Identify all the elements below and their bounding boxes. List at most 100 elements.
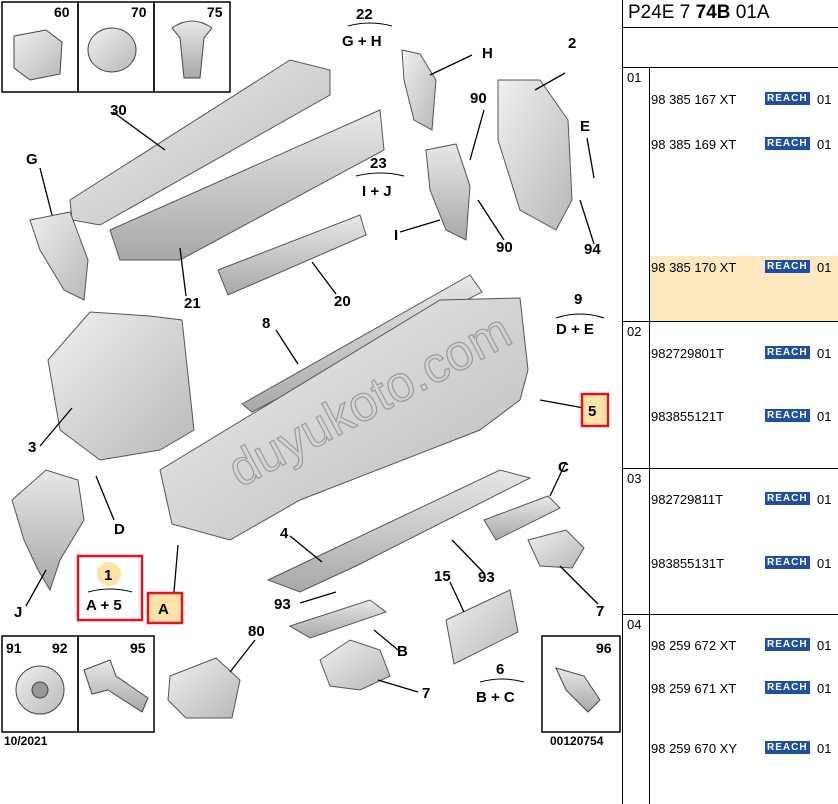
brace-9-icon xyxy=(555,313,605,319)
callout-90b[interactable]: 90 xyxy=(496,239,513,256)
callout-j[interactable]: J xyxy=(14,604,22,621)
callout-22[interactable]: 22 xyxy=(356,6,373,23)
callout-1-box[interactable]: 1 A + 5 xyxy=(76,554,144,622)
callout-d[interactable]: D xyxy=(114,521,125,538)
callout-21[interactable]: 21 xyxy=(184,295,201,312)
callout-90a[interactable]: 90 xyxy=(470,90,487,107)
header-spacer xyxy=(623,27,838,68)
callout-i[interactable]: I xyxy=(394,227,398,244)
callout-3[interactable]: 3 xyxy=(28,439,36,456)
part-row[interactable]: 982729811T REACH 01 xyxy=(650,488,838,512)
group-number: 02 xyxy=(627,324,642,339)
callout-23-sub[interactable]: I + J xyxy=(362,183,392,200)
part-row[interactable]: 98 259 670 XY REACH 01 xyxy=(650,737,838,761)
part-row[interactable]: 98 259 672 XT REACH 01 xyxy=(650,634,838,658)
callout-9[interactable]: 9 xyxy=(574,291,582,308)
box-60-label: 60 xyxy=(54,4,70,20)
part-row[interactable]: 98 385 167 XT REACH 01 xyxy=(650,88,838,112)
callout-6[interactable]: 6 xyxy=(496,661,504,678)
part-8-trim[interactable] xyxy=(241,274,483,413)
brace-1-icon xyxy=(87,588,133,593)
part-number: 98 259 670 XY xyxy=(651,741,738,756)
parts-diagram: 60 70 75 91 92 95 96 10/2021 00120754 xyxy=(1,1,621,748)
brace-23-icon xyxy=(355,172,405,177)
part-7-bracket-upper[interactable] xyxy=(527,529,585,569)
push-rivet-icon xyxy=(171,20,213,79)
callout-h[interactable]: H xyxy=(482,45,493,62)
reach-badge: REACH xyxy=(765,638,810,651)
part-3-corner[interactable] xyxy=(47,311,195,461)
part-7-bracket-lower[interactable] xyxy=(319,639,391,691)
part-21-absorber[interactable] xyxy=(109,109,385,261)
quantity: 01 xyxy=(817,92,832,107)
callout-20[interactable]: 20 xyxy=(334,293,351,310)
part-15-plate[interactable] xyxy=(445,589,519,665)
part-row[interactable]: 98 259 671 XT REACH 01 xyxy=(650,677,838,701)
callout-7b[interactable]: 7 xyxy=(422,685,430,702)
reach-badge: REACH xyxy=(765,741,810,754)
part-4-diffuser[interactable] xyxy=(266,469,532,593)
callout-a: A xyxy=(158,601,169,618)
part-number: 98 385 169 XT xyxy=(651,137,737,152)
callout-80[interactable]: 80 xyxy=(248,623,265,640)
callout-8[interactable]: 8 xyxy=(262,315,270,332)
box-91-label: 91 xyxy=(6,640,22,656)
callout-e[interactable]: E xyxy=(580,118,590,135)
callout-94[interactable]: 94 xyxy=(584,241,601,258)
reach-badge: REACH xyxy=(765,260,810,273)
callout-c[interactable]: C xyxy=(558,459,569,476)
part-c-bracket[interactable] xyxy=(483,495,561,541)
quantity: 01 xyxy=(817,638,832,653)
part-number: 982729801T xyxy=(651,346,725,361)
reference-suffix: 01A xyxy=(730,2,770,23)
part-row-highlighted[interactable]: 98 385 170 XT REACH 01 xyxy=(650,256,838,280)
part-number: 98 259 672 XT xyxy=(651,638,737,653)
leader-lines xyxy=(25,54,599,693)
part-i-bracket[interactable] xyxy=(425,143,471,241)
quantity: 01 xyxy=(817,260,832,275)
callout-9-sub[interactable]: D + E xyxy=(556,321,594,338)
box-96[interactable]: 96 xyxy=(541,635,621,733)
part-row[interactable]: 982729801T REACH 01 xyxy=(650,342,838,366)
part-row[interactable]: 983855131T REACH 01 xyxy=(650,552,838,576)
parts-table: P24E 7 74B 01A 01 98 385 167 XT REACH 01… xyxy=(622,0,838,804)
callout-5-box[interactable]: 5 xyxy=(580,392,610,428)
part-b-bracket[interactable] xyxy=(288,599,388,639)
part-20-absorber[interactable] xyxy=(217,214,367,296)
reference-prefix: P24E 7 xyxy=(628,2,696,23)
quantity: 01 xyxy=(817,556,832,571)
callout-30[interactable]: 30 xyxy=(110,102,127,119)
callout-1: 1 xyxy=(104,567,112,584)
part-1-bumper[interactable] xyxy=(159,297,529,541)
part-2-panel[interactable] xyxy=(497,79,573,231)
callout-93a[interactable]: 93 xyxy=(478,569,495,586)
part-g-bracket[interactable] xyxy=(29,211,89,301)
callout-g[interactable]: G xyxy=(26,151,38,168)
callout-2[interactable]: 2 xyxy=(568,35,576,52)
part-h-bracket[interactable] xyxy=(401,49,437,131)
callout-93b[interactable]: 93 xyxy=(274,596,291,613)
table-header: P24E 7 74B 01A xyxy=(623,0,838,28)
callout-4[interactable]: 4 xyxy=(280,525,289,542)
box-70[interactable]: 70 xyxy=(77,1,155,93)
box-91-92[interactable]: 91 92 xyxy=(1,635,79,733)
part-number: 98 385 167 XT xyxy=(651,92,737,107)
box-95-label: 95 xyxy=(130,640,146,656)
part-80-module[interactable] xyxy=(167,657,241,719)
box-95[interactable]: 95 xyxy=(77,635,155,733)
callout-23[interactable]: 23 xyxy=(370,155,387,172)
callout-15[interactable]: 15 xyxy=(434,568,451,585)
part-j-bracket[interactable] xyxy=(11,469,85,592)
box-75-label: 75 xyxy=(207,4,223,20)
callout-22-sub[interactable]: G + H xyxy=(342,33,382,50)
part-row[interactable]: 983855121T REACH 01 xyxy=(650,405,838,429)
callout-a-box[interactable]: A xyxy=(146,591,184,625)
part-row[interactable]: 98 385 169 XT REACH 01 xyxy=(650,133,838,157)
box-75[interactable]: 75 xyxy=(153,1,231,93)
callout-7a[interactable]: 7 xyxy=(596,603,604,620)
diagram-date: 10/2021 xyxy=(4,734,48,748)
callout-b[interactable]: B xyxy=(397,643,408,660)
callout-6-sub[interactable]: B + C xyxy=(476,689,515,706)
box-60[interactable]: 60 xyxy=(1,1,79,93)
reach-badge: REACH xyxy=(765,409,810,422)
